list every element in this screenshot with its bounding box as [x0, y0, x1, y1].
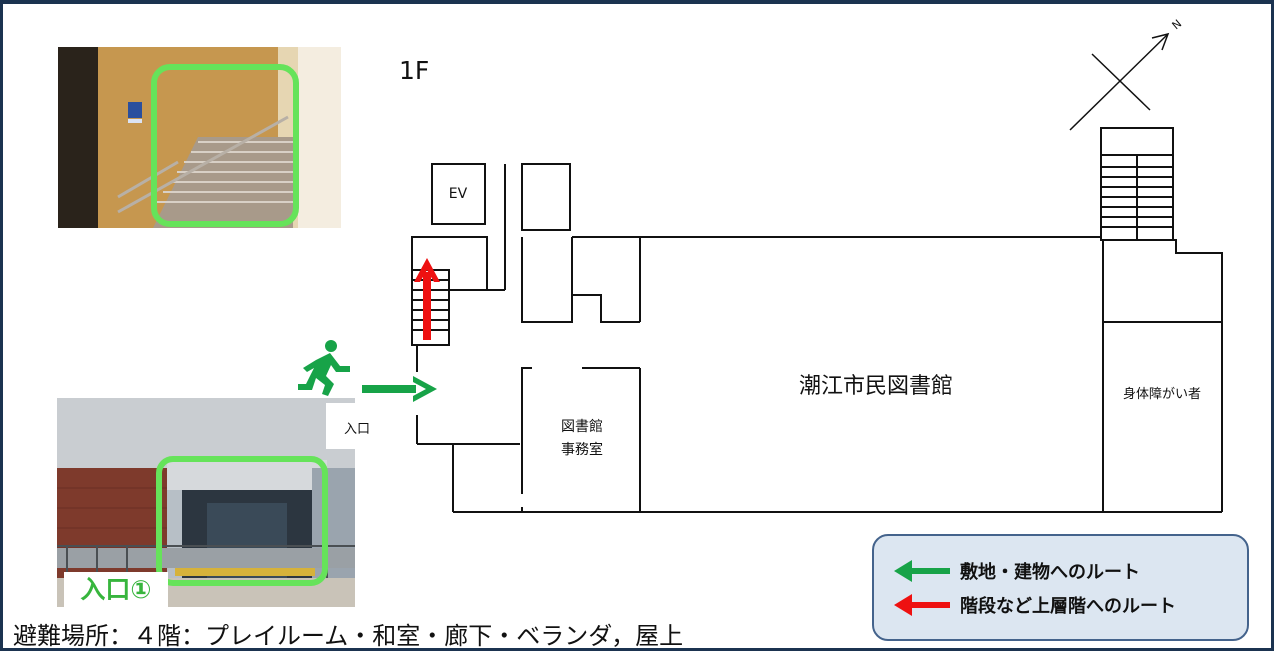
entrance-label-box — [326, 403, 414, 449]
red-stair-route-arrow — [414, 258, 440, 340]
library-office-label-1: 図書館 — [561, 418, 603, 435]
elevator-room — [431, 163, 486, 225]
accessible-room-label: 身体障がい者 — [1123, 386, 1201, 402]
entrance-label: 入口 — [344, 422, 371, 437]
running-person-icon — [298, 340, 350, 396]
library-office-label-2: 事務室 — [561, 441, 603, 458]
legend-label-red: 階段など上層階へのルート — [960, 596, 1176, 617]
building-outline — [521, 237, 573, 323]
green-arrow-icon — [894, 560, 950, 582]
small-room — [521, 163, 571, 231]
green-entrance-route-arrow — [362, 376, 437, 402]
route-legend: 敷地・建物へのルート 階段など上層階へのルート — [872, 534, 1249, 641]
legend-label-green: 敷地・建物へのルート — [960, 562, 1140, 583]
floor-label: 1F — [399, 56, 430, 85]
ev-label: EV — [449, 186, 468, 202]
entrance-badge: 入口① — [64, 572, 168, 608]
library-name: 潮江市民図書館 — [799, 374, 953, 399]
legend-item-green: 敷地・建物へのルート — [894, 558, 1140, 584]
evacuation-note: 避難場所：４階：プレイルーム・和室・廊下・ベランダ，屋上 — [13, 622, 684, 650]
red-arrow-icon — [894, 594, 950, 616]
legend-item-red: 階段など上層階へのルート — [894, 592, 1176, 618]
stairs-photo-image — [58, 47, 341, 228]
north-mark: N — [1170, 17, 1185, 32]
stairs-photo — [58, 47, 341, 228]
north-arrow-icon — [1069, 32, 1170, 131]
